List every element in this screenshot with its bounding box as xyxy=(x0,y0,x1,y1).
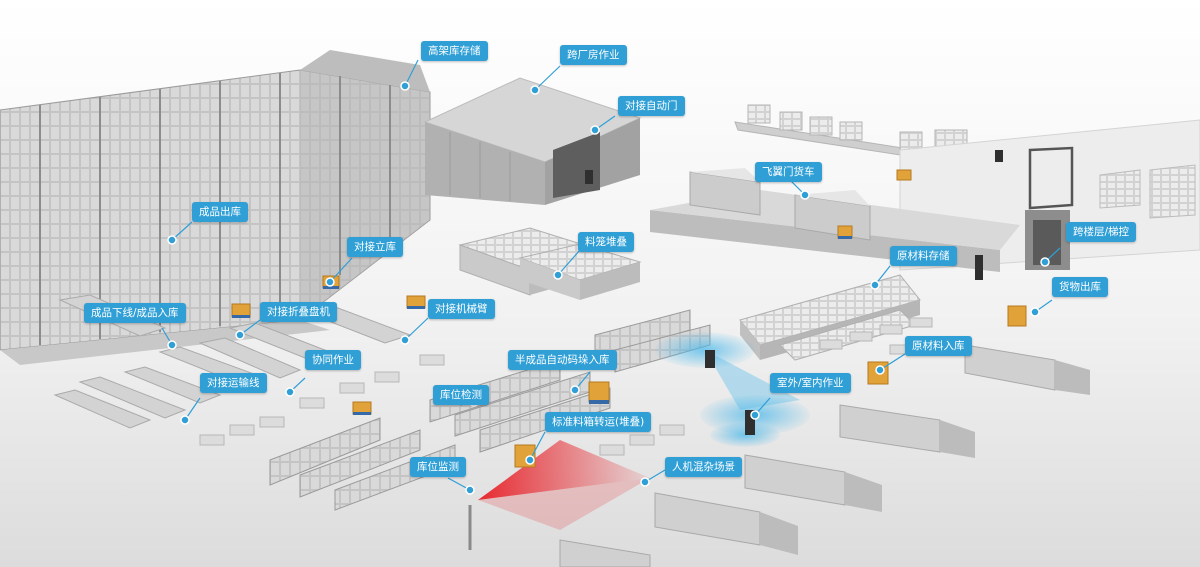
truck-3 xyxy=(744,454,882,512)
label-high-rack-storage: 高架库存储 xyxy=(421,41,488,61)
label-finished-offline-in: 成品下线/成品入库 xyxy=(84,303,186,323)
label-raw-material-storage: 原材料存储 xyxy=(890,246,957,266)
raw-material-pallets xyxy=(739,274,921,361)
truck-4 xyxy=(654,492,798,555)
label-goods-out: 货物出库 xyxy=(1052,277,1108,297)
label-material-cage-stacking: 料笼堆叠 xyxy=(578,232,634,252)
label-outdoor-indoor: 室外/室内作业 xyxy=(770,373,851,393)
truck-5 xyxy=(559,539,651,567)
factory-building xyxy=(423,77,642,205)
truck-1 xyxy=(964,344,1090,395)
truck-2 xyxy=(839,404,975,458)
label-dock-folding-machine: 对接折叠盘机 xyxy=(260,302,337,322)
label-dock-robot-arm: 对接机械臂 xyxy=(428,299,495,319)
forklifts xyxy=(585,150,1003,435)
label-auto-door-docking: 对接自动门 xyxy=(618,96,685,116)
material-cages xyxy=(458,227,642,300)
label-cross-floor-elevator: 跨楼层/梯控 xyxy=(1066,222,1137,242)
label-cooperative-operation: 协同作业 xyxy=(305,350,361,370)
label-semi-finished-auto-in: 半成品自动码垛入库 xyxy=(508,350,617,370)
agv-bases xyxy=(232,236,852,415)
label-gullwing-truck: 飞翼门货车 xyxy=(755,162,822,182)
label-location-detection: 库位检测 xyxy=(433,385,489,405)
label-location-monitoring: 库位监测 xyxy=(410,457,466,477)
label-finished-goods-out: 成品出库 xyxy=(192,202,248,222)
label-human-machine-mixed: 人机混杂场景 xyxy=(665,457,742,477)
label-raw-material-in: 原材料入库 xyxy=(905,336,972,356)
label-standard-box-transfer: 标准料箱转运(堆叠) xyxy=(545,412,652,432)
label-cross-plant-operation: 跨厂房作业 xyxy=(560,45,627,65)
laser-field xyxy=(468,440,650,550)
label-dock-conveyor: 对接运输线 xyxy=(200,373,267,393)
label-dock-asrs: 对接立库 xyxy=(347,237,403,257)
